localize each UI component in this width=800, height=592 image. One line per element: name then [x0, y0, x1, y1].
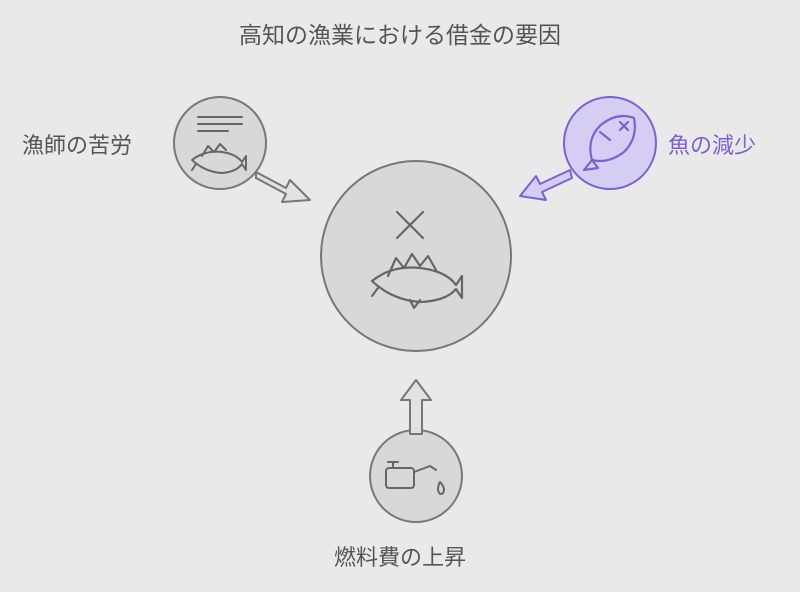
right-node	[563, 96, 657, 190]
arrow-left-to-center	[255, 171, 311, 203]
label-fish-decline: 魚の減少	[668, 134, 757, 159]
label-fishermen-hardship: 漁師の苦労	[22, 134, 133, 159]
dead-fish-icon	[370, 210, 464, 310]
fish-with-lines-icon	[191, 116, 247, 174]
bottom-node	[369, 429, 463, 523]
left-node	[173, 96, 267, 190]
arrow-bottom-to-center	[400, 379, 432, 435]
arrow-right-to-center	[519, 169, 573, 201]
label-fuel-cost-rise: 燃料費の上昇	[333, 546, 466, 571]
center-node	[320, 160, 512, 352]
fish-x-icon	[582, 114, 636, 172]
diagram-title: 高知の漁業における借金の要因	[239, 23, 561, 49]
oil-can-icon	[385, 461, 445, 495]
